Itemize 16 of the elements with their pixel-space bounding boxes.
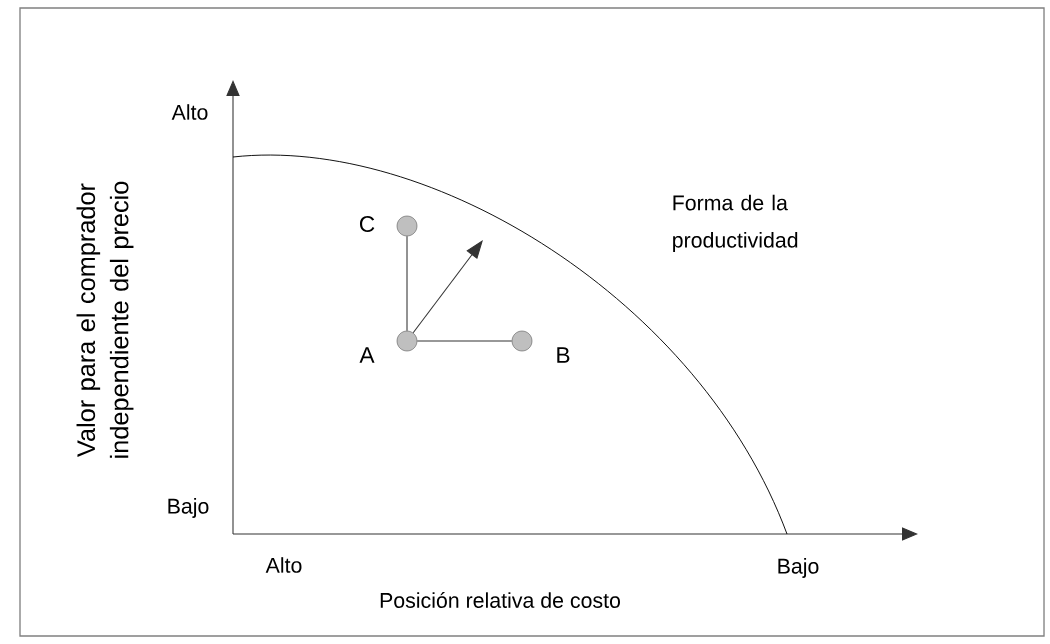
circle-marker [511,330,533,352]
tick-label: Bajo [778,558,819,578]
point-label: B [557,347,570,363]
tick-label: Bajo [168,498,209,518]
tick-label: Alto [171,104,208,120]
axis-title: Posición relativa de costo [380,592,620,608]
circle-marker [396,330,418,352]
circle-marker [396,215,418,237]
point-label: A [359,347,375,363]
connector-line [416,340,513,342]
curve-label: Forma de la productividad [673,194,798,252]
arrow [412,240,483,334]
tick-label: Alto [265,557,302,573]
connector-line [406,235,408,332]
point-label: C [359,216,375,233]
axis-title: Valor para el comprador independiente del precio [76,181,134,458]
